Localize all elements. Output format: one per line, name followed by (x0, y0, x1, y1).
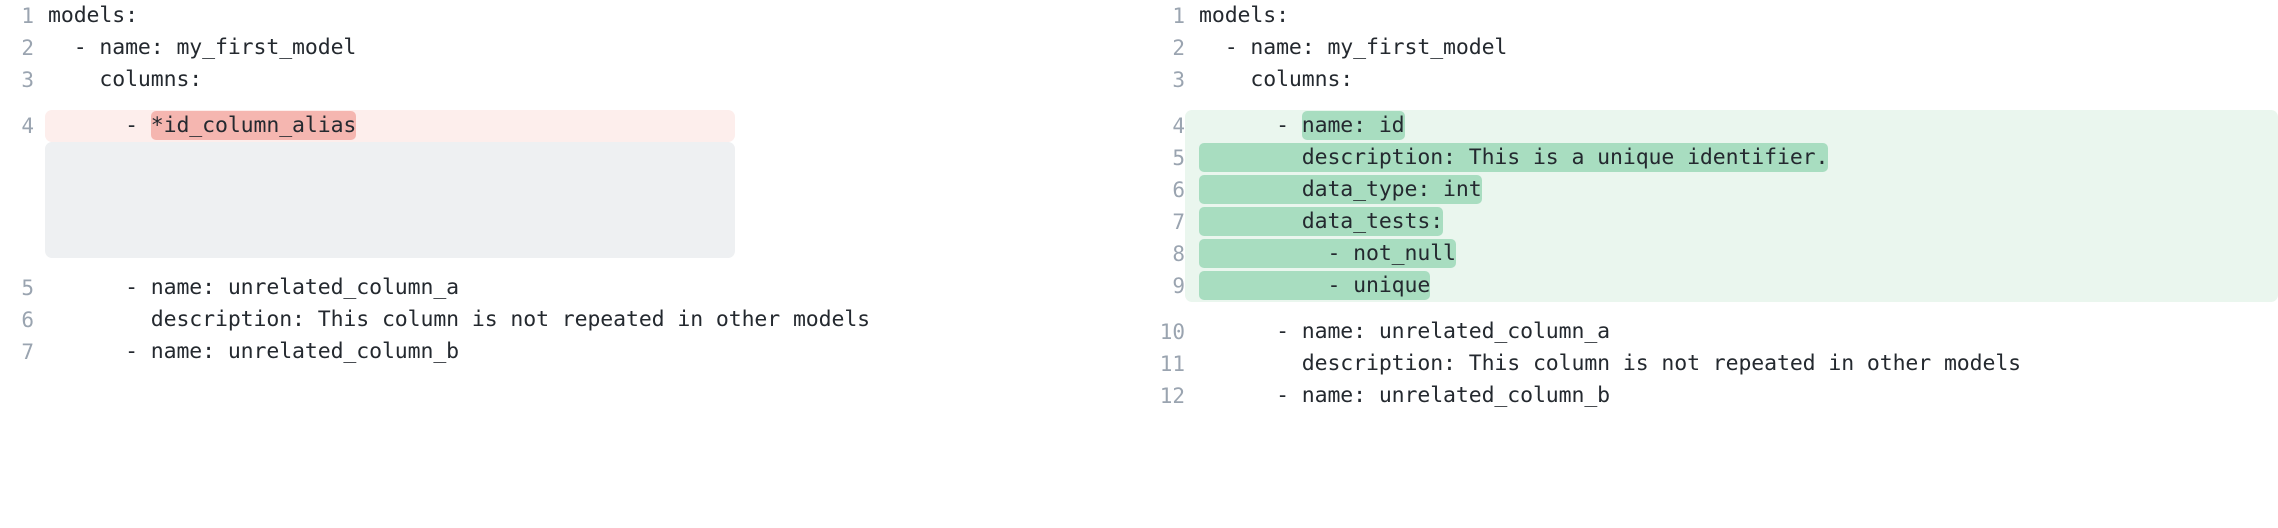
line-number: 6 (21, 308, 34, 332)
code-text: - unique (1199, 270, 2278, 302)
code-line: 2 - name: my_first_model (0, 32, 1139, 64)
line-number: 3 (1172, 68, 1185, 92)
code-text: columns: (48, 67, 203, 92)
code-text: - *id_column_alias (48, 110, 735, 142)
block-gap (0, 258, 1139, 272)
code-text: - name: my_first_model (48, 35, 357, 60)
line-number: 10 (1159, 320, 1185, 344)
code-line: 5 - name: unrelated_column_a (0, 272, 1139, 304)
line-number: 7 (21, 340, 34, 364)
line-number: 5 (21, 276, 34, 300)
code-text: - name: my_first_model (1199, 35, 1508, 60)
addition-block: 4 - name: id 5 description: This is a un… (1172, 110, 2278, 302)
line-number: 9 (1172, 274, 1185, 298)
code-line: 6 description: This column is not repeat… (0, 304, 1139, 336)
code-line: 1 models: (0, 0, 1139, 32)
placeholder-block (45, 142, 735, 258)
code-line: 1 models: (1139, 0, 2278, 32)
line-number: 12 (1159, 384, 1185, 408)
block-gap (1139, 96, 2278, 110)
code-line-added: 7 data_tests: (1172, 206, 2278, 238)
line-number: 4 (21, 114, 34, 138)
code-text: - name: id (1199, 110, 2278, 142)
code-text: data_type: int (1199, 174, 2278, 206)
code-line: 2 - name: my_first_model (1139, 32, 2278, 64)
diff-pane-before: 1 models: 2 - name: my_first_model 3 col… (0, 0, 1139, 368)
code-text: - name: unrelated_column_a (48, 275, 460, 300)
code-line: 7 - name: unrelated_column_b (0, 336, 1139, 368)
line-number: 5 (1172, 146, 1185, 170)
code-text: description: This column is not repeated… (48, 307, 871, 332)
code-text: - name: unrelated_column_b (1199, 383, 1611, 408)
code-line: 3 columns: (1139, 64, 2278, 96)
added-token: data_tests: (1199, 207, 1444, 236)
block-gap (0, 96, 1139, 110)
code-line-added: 8 - not_null (1172, 238, 2278, 270)
code-text: - name: unrelated_column_b (48, 339, 460, 364)
line-number: 7 (1172, 210, 1185, 234)
code-line: 12 - name: unrelated_column_b (1139, 380, 2278, 412)
added-token: description: This is a unique identifier… (1199, 143, 1829, 172)
code-text: models: (48, 3, 138, 28)
code-line-added: 6 data_type: int (1172, 174, 2278, 206)
line-number: 1 (21, 4, 34, 28)
deletion-block: 4 - *id_column_alias (21, 110, 735, 142)
code-text: models: (1199, 3, 1289, 28)
code-line: 3 columns: (0, 64, 1139, 96)
code-text: description: This is a unique identifier… (1199, 142, 2278, 174)
line-number: 8 (1172, 242, 1185, 266)
added-token: name: id (1301, 111, 1405, 140)
code-text: description: This column is not repeated… (1199, 351, 2022, 376)
code-line: 10 - name: unrelated_column_a (1139, 316, 2278, 348)
line-number: 3 (21, 68, 34, 92)
line-number: 4 (1172, 114, 1185, 138)
code-line-added: 9 - unique (1172, 270, 2278, 302)
code-line-deleted: 4 - *id_column_alias (21, 110, 735, 142)
deleted-token: *id_column_alias (150, 111, 357, 140)
code-text: - name: unrelated_column_a (1199, 319, 1611, 344)
line-number: 11 (1159, 352, 1185, 376)
line-number: 1 (1172, 4, 1185, 28)
code-line-added: 4 - name: id (1172, 110, 2278, 142)
code-text: - not_null (1199, 238, 2278, 270)
code-indent: - (48, 113, 151, 138)
code-line-added: 5 description: This is a unique identifi… (1172, 142, 2278, 174)
added-token: - unique (1199, 271, 1431, 300)
added-token: data_type: int (1199, 175, 1482, 204)
added-token: - not_null (1199, 239, 1456, 268)
code-text: data_tests: (1199, 206, 2278, 238)
code-line: 11 description: This column is not repea… (1139, 348, 2278, 380)
code-indent: - (1199, 113, 1302, 138)
line-number: 2 (21, 36, 34, 60)
code-text: columns: (1199, 67, 1354, 92)
block-gap (1139, 302, 2278, 316)
line-number: 2 (1172, 36, 1185, 60)
diff-pane-after: 1 models: 2 - name: my_first_model 3 col… (1139, 0, 2278, 528)
line-number: 6 (1172, 178, 1185, 202)
